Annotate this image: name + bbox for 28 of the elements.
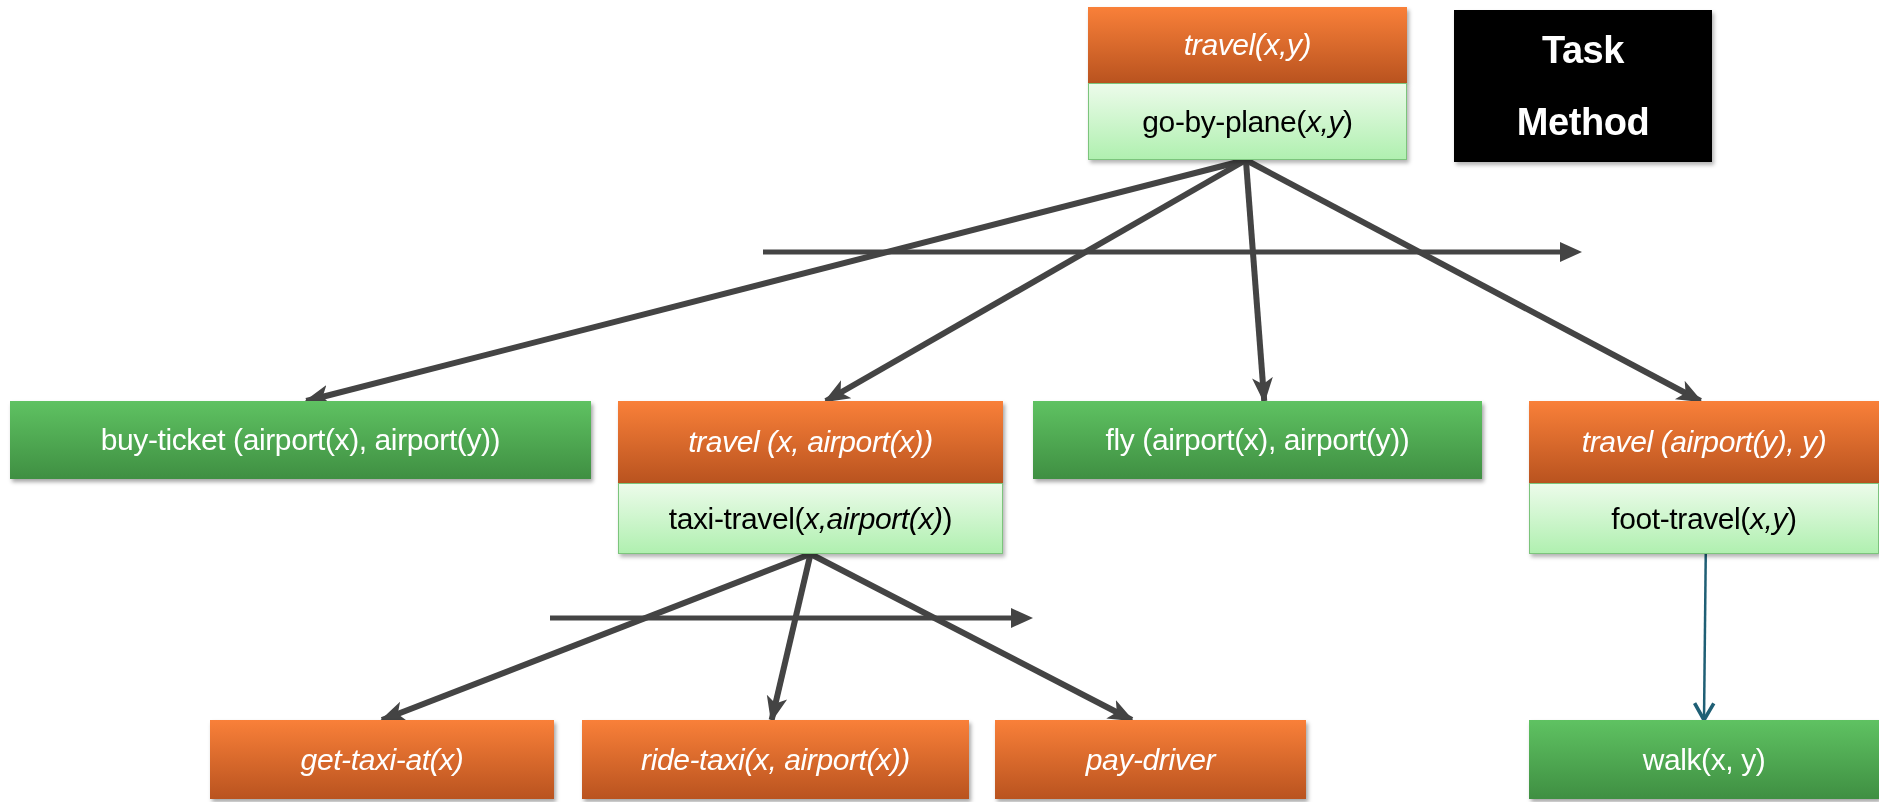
key-box: [1454, 10, 1712, 162]
method-box: [1529, 483, 1879, 554]
task-label: travel (x, airport(x)): [688, 425, 933, 459]
primitive-label: buy-ticket (airport(x), airport(y)): [100, 423, 501, 457]
primitive-label: fly (airport(x), airport(y)): [1105, 423, 1410, 457]
task-box: [1529, 401, 1879, 483]
method-box: [618, 483, 1003, 554]
task-label: get-taxi-at(x): [300, 742, 464, 777]
key-label: Method: [1516, 100, 1650, 145]
method-label: go-by-plane(x,y): [1142, 104, 1353, 139]
task-label: ride-taxi(x, airport(x)): [641, 742, 910, 777]
primitive-task-box: [1529, 720, 1879, 799]
task-label: pay-driver: [1085, 742, 1216, 777]
task-box: [210, 720, 554, 799]
arrow: [1692, 554, 1716, 722]
task-box: [618, 401, 1003, 483]
primitive-label: walk(x, y): [1642, 742, 1766, 777]
task-box: [1088, 7, 1407, 83]
task-box: [995, 720, 1306, 799]
task-label: travel(x,y): [1183, 28, 1312, 62]
key-label: Task: [1541, 27, 1625, 73]
method-label: taxi-travel(x,airport(x)): [668, 501, 953, 536]
method-label: foot-travel(x,y): [1611, 501, 1797, 536]
task-box: [582, 720, 969, 799]
task-label: travel (airport(y), y): [1581, 425, 1827, 459]
primitive-task-box: [1033, 401, 1482, 479]
primitive-task-box: [10, 401, 591, 479]
method-box: [1088, 83, 1407, 160]
